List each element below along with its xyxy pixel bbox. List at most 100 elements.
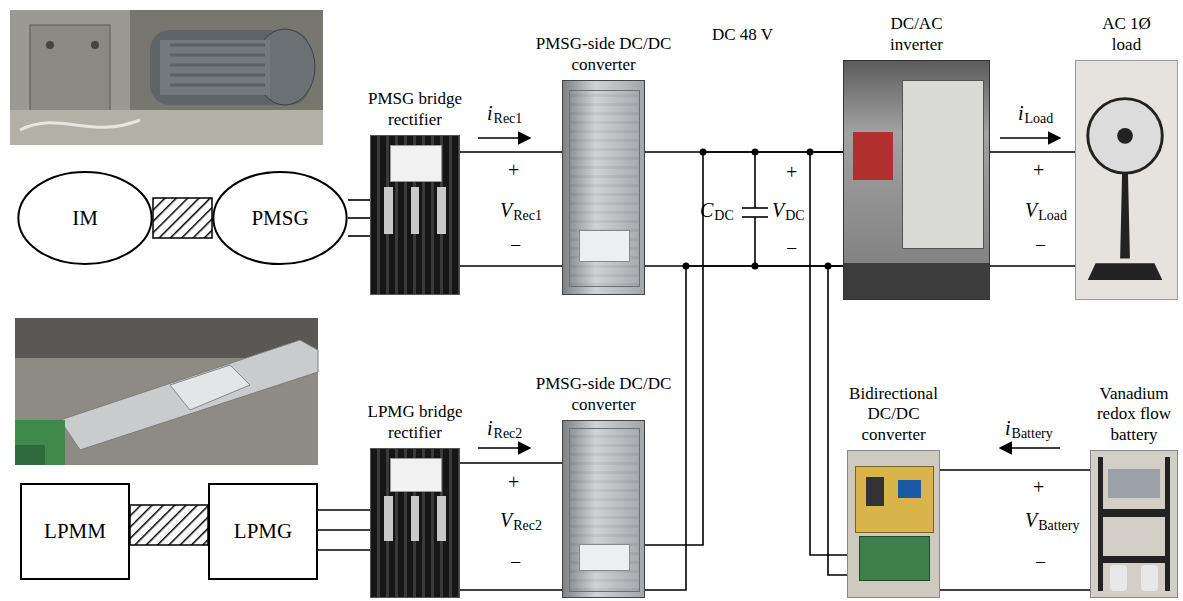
power-wire <box>645 152 843 266</box>
component-photo <box>562 420 645 598</box>
wire <box>645 152 843 545</box>
photo-detail <box>579 230 630 262</box>
wire <box>940 469 1090 471</box>
photo-block: PMSG-side DC/DC converter <box>562 420 645 598</box>
power-wire <box>810 152 847 575</box>
photo-block: DC/AC inverter <box>843 60 990 300</box>
component-photo <box>370 448 460 598</box>
machine-box: LPMG <box>208 483 318 580</box>
block-heading: PMSG-side DC/DC converter <box>529 34 679 75</box>
machine-box: LPMM <box>20 483 130 580</box>
signal-label: + <box>1033 160 1044 180</box>
component-photo <box>1090 450 1178 598</box>
fan-stand <box>1088 173 1163 280</box>
signal-label: − <box>510 552 521 572</box>
photo-detail <box>411 496 420 540</box>
photo-detail <box>411 187 420 234</box>
component-photo <box>370 135 460 295</box>
photo-detail <box>1098 556 1170 563</box>
block-heading: DC/AC inverter <box>872 14 962 55</box>
photo-detail <box>390 145 441 182</box>
signal-label: − <box>786 238 797 258</box>
subscript-label: Battery <box>1038 519 1079 533</box>
ellipse-shape <box>213 172 346 264</box>
power-wire <box>318 510 370 550</box>
wire <box>990 265 1075 267</box>
wire <box>318 549 370 551</box>
fan-hub <box>1117 128 1133 144</box>
subscript-label: DC <box>785 209 804 223</box>
photo-block: PMSG-side DC/DC converter <box>562 80 645 295</box>
machine-label: LPMM <box>44 519 106 544</box>
photo-detail <box>859 536 930 582</box>
machine-label: LPMG <box>234 519 292 544</box>
signal-label: V <box>500 200 512 220</box>
fan-picture <box>1076 61 1177 299</box>
signal-label: i <box>487 103 493 123</box>
photo-block: AC 1Ø load <box>1075 60 1178 300</box>
wire <box>990 151 1075 153</box>
signal-label: + <box>508 160 519 180</box>
wire <box>460 151 562 153</box>
subscript-label: Rec2 <box>494 427 523 441</box>
block-heading: Bidirectional DC/DC converter <box>839 384 949 445</box>
photo-detail <box>853 132 894 180</box>
signal-label: i <box>487 418 493 438</box>
machine-label: IM <box>72 206 98 231</box>
photo-detail <box>1141 565 1158 591</box>
power-wire <box>348 200 370 236</box>
photo-detail <box>1108 469 1160 498</box>
signal-label: DC 48 V <box>712 26 773 43</box>
wire <box>348 217 370 219</box>
block-heading: Vanadium redox flow battery <box>1089 384 1179 445</box>
ellipse-shape <box>18 172 151 264</box>
photo-block: Vanadium redox flow battery <box>1090 450 1178 598</box>
photo-detail <box>1165 457 1170 591</box>
photo-detail <box>1098 509 1170 516</box>
wire <box>318 529 370 531</box>
photo-detail <box>1110 565 1127 591</box>
power-wire <box>460 463 562 590</box>
coupling-shaft <box>153 198 212 238</box>
power-wire <box>990 152 1075 266</box>
signal-label: − <box>510 235 521 255</box>
photo-detail <box>437 496 446 540</box>
signal-label: V <box>1025 510 1037 530</box>
photo-block: LPMG bridge rectifier <box>370 448 460 598</box>
wire <box>348 199 370 201</box>
wire <box>318 509 370 511</box>
signal-label: i <box>1018 103 1024 123</box>
power-wire <box>940 470 1090 590</box>
photo-block: PMSG bridge rectifier <box>370 135 460 295</box>
shaft-body <box>130 505 208 545</box>
subscript-label: Battery <box>1012 427 1053 441</box>
signal-label: V <box>1025 200 1037 220</box>
motor-photo <box>10 10 323 145</box>
subscript-label: Load <box>1025 112 1054 126</box>
dc-link-capacitor <box>742 152 768 266</box>
component-photo <box>847 450 940 598</box>
wire <box>940 589 1090 591</box>
component-photo <box>843 60 990 300</box>
block-heading: PMSG-side DC/DC converter <box>529 374 679 415</box>
shaft-body <box>153 198 212 238</box>
photo-detail <box>1098 457 1103 591</box>
photo-block: Bidirectional DC/DC converter <box>847 450 940 598</box>
wire <box>828 266 847 575</box>
photo-detail <box>384 496 393 540</box>
photo-detail <box>902 80 984 249</box>
signal-label: + <box>1033 477 1044 497</box>
wire <box>460 265 562 267</box>
photo-detail <box>844 263 989 299</box>
subscript-label: Rec2 <box>513 519 542 533</box>
fan-guard <box>1088 99 1163 174</box>
subscript-label: Rec1 <box>494 112 523 126</box>
signal-label: V <box>500 510 512 530</box>
block-heading: LPMG bridge rectifier <box>350 402 480 443</box>
subscript-label: DC <box>714 209 733 223</box>
machine-label: PMSG <box>251 206 308 231</box>
photo-detail <box>898 480 921 498</box>
signal-label: + <box>786 162 797 182</box>
photo-detail <box>390 458 441 493</box>
